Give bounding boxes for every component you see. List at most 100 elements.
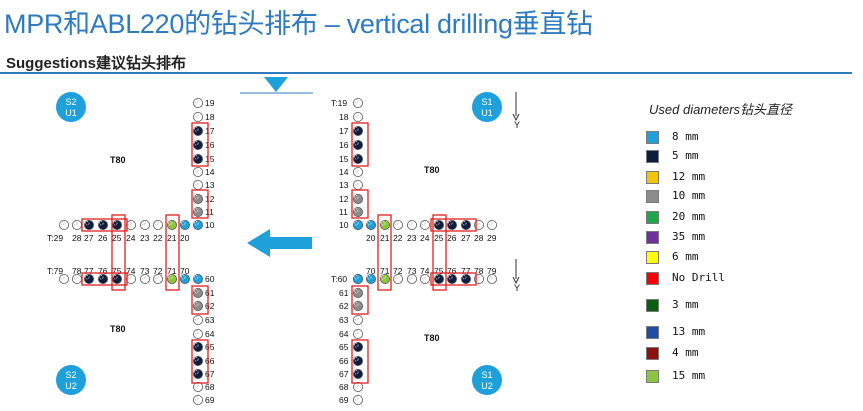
drill-hole — [192, 139, 203, 150]
drill-spiral — [73, 275, 78, 280]
drill-spiral — [421, 221, 426, 226]
badge-line1: S1 — [481, 370, 492, 380]
badge-line1: S1 — [481, 97, 492, 107]
position-label: 75 — [434, 266, 444, 276]
position-label: 28 — [474, 233, 484, 243]
position-label: 60 — [205, 274, 215, 284]
drill-spiral — [194, 275, 199, 280]
quadrant-label: T80 — [110, 324, 126, 334]
y-axis-arrow-icon — [512, 276, 520, 285]
section-subtitle: Suggestions建议钻头排布 — [6, 55, 187, 72]
drill-circle — [139, 219, 150, 230]
drill-circle — [352, 126, 363, 137]
drill-circle — [379, 273, 390, 284]
position-label: 76 — [98, 266, 108, 276]
position-label: 70 — [366, 266, 376, 276]
position-label: 12 — [339, 194, 349, 204]
position-label: 19 — [205, 98, 215, 108]
drill-spiral — [448, 221, 453, 226]
drill-hole — [192, 300, 203, 311]
position-label: 26 — [98, 233, 108, 243]
badge-line1: S2 — [65, 97, 76, 107]
legend-title: Used diameters钻头直径 — [649, 102, 793, 117]
drill-circle — [419, 273, 430, 284]
drill-hole — [192, 273, 203, 284]
drill-circle — [446, 273, 457, 284]
drill-hole — [192, 287, 203, 298]
drill-spiral — [354, 141, 359, 146]
position-label: 11 — [339, 207, 348, 217]
drill-circle — [352, 193, 363, 204]
drill-circle — [352, 300, 363, 311]
drill-spiral — [354, 221, 359, 226]
position-label: 25 — [112, 233, 122, 243]
legend-swatch — [646, 326, 659, 339]
position-label: 20 — [366, 233, 376, 243]
position-label: 74 — [126, 266, 136, 276]
highlight-box — [81, 272, 128, 286]
drill-spiral — [113, 221, 118, 226]
drill-spiral — [73, 221, 78, 226]
drill-spiral — [194, 208, 199, 213]
position-label: 21 — [167, 233, 177, 243]
drill-circle — [152, 273, 163, 284]
drill-hole — [486, 219, 497, 230]
badge-line2: U1 — [481, 108, 493, 118]
drill-hole — [352, 179, 363, 190]
position-label: 72 — [153, 266, 163, 276]
drill-circle — [352, 219, 363, 230]
drill-circle — [192, 368, 203, 379]
drill-hole — [192, 126, 203, 137]
drill-hole — [446, 219, 457, 230]
drill-hole — [365, 273, 376, 284]
drill-hole — [112, 219, 123, 230]
down-triangle-icon — [264, 77, 288, 92]
position-label: 25 — [434, 233, 444, 243]
legend-swatch — [646, 370, 659, 383]
drill-circle — [179, 219, 190, 230]
drill-hole — [98, 273, 109, 284]
drill-circle — [59, 219, 70, 230]
drill-spiral — [99, 275, 104, 280]
drill-circle — [59, 273, 70, 284]
drill-spiral — [113, 275, 118, 280]
drill-circle — [192, 98, 203, 109]
drill-hole — [139, 219, 150, 230]
position-label: 29 — [487, 233, 497, 243]
drill-hole — [352, 206, 363, 217]
drill-circle — [486, 273, 497, 284]
drill-circle — [446, 219, 457, 230]
drill-spiral — [194, 370, 199, 375]
drill-hole — [152, 273, 163, 284]
position-label: 22 — [393, 233, 403, 243]
legend-label: 20 mm — [672, 210, 706, 223]
drill-spiral — [475, 221, 480, 226]
drill-spiral — [488, 221, 493, 226]
drill-spiral — [394, 221, 399, 226]
legend-label: 13 mm — [672, 325, 706, 338]
drill-hole — [352, 126, 363, 137]
drill-spiral — [354, 289, 359, 294]
drill-circle — [139, 273, 150, 284]
highlight-box — [165, 214, 180, 291]
drill-circle — [179, 273, 190, 284]
position-label: 14 — [339, 167, 349, 177]
drill-circle — [406, 273, 417, 284]
drill-hole — [352, 341, 363, 352]
title-separator — [0, 72, 852, 74]
drill-spiral — [354, 330, 359, 335]
highlight-box — [351, 189, 369, 219]
drill-hole — [365, 219, 376, 230]
drill-circle — [192, 273, 203, 284]
drill-circle — [192, 219, 203, 230]
drill-spiral — [194, 181, 199, 186]
drill-hole — [192, 193, 203, 204]
drill-circle — [419, 219, 430, 230]
position-label: 64 — [205, 329, 215, 339]
drill-circle — [352, 98, 363, 109]
drill-hole — [192, 328, 203, 339]
position-label: 61 — [339, 288, 349, 298]
drill-circle — [352, 153, 363, 164]
drill-spiral — [408, 275, 413, 280]
position-label: 73 — [407, 266, 417, 276]
